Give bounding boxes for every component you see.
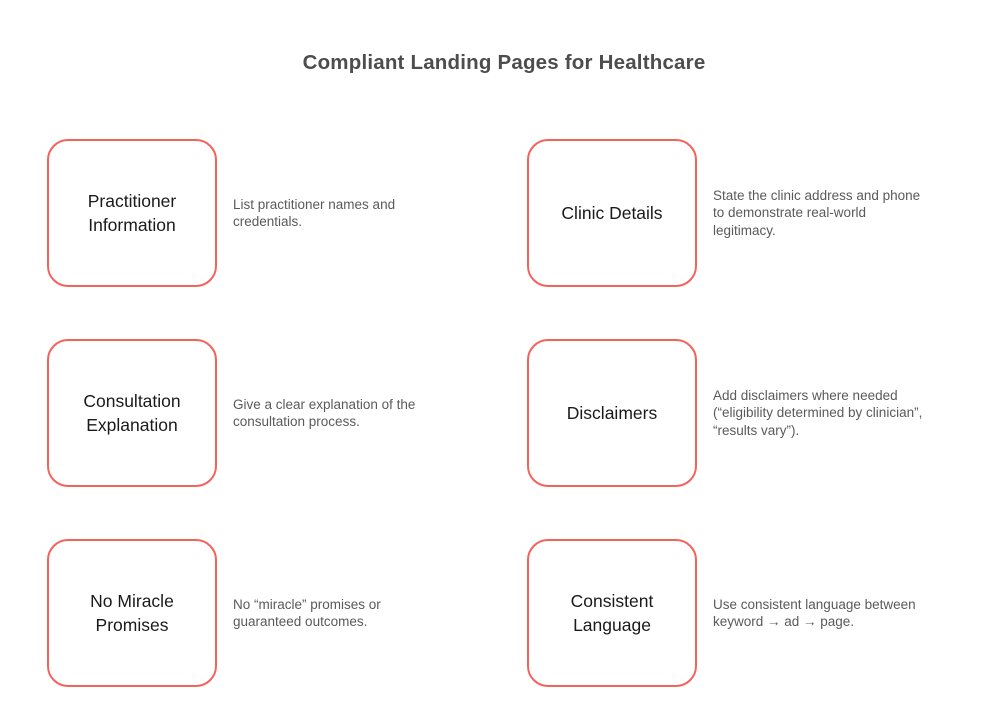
topic-description: List practitioner names and credentials. (233, 196, 396, 230)
item-no-miracle-promises: No Miracle Promises No “miracle” promise… (47, 539, 445, 687)
topic-description: State the clinic address and phone to de… (713, 187, 921, 238)
item-disclaimers: Disclaimers Add disclaimers where needed… (527, 339, 965, 487)
topic-box: No Miracle Promises (47, 539, 217, 687)
topic-description: Use consistent language between keyword … (713, 596, 916, 630)
item-consistent-language: Consistent Language Use consistent langu… (527, 539, 965, 687)
topic-description: Add disclaimers where needed (“eligibili… (713, 387, 923, 438)
topic-box: Practitioner Information (47, 139, 217, 287)
topic-box: Clinic Details (527, 139, 697, 287)
page-title: Compliant Landing Pages for Healthcare (302, 51, 706, 74)
topic-box: Disclaimers (527, 339, 697, 487)
topic-description: No “miracle” promises or guaranteed outc… (233, 596, 381, 630)
item-practitioner-information: Practitioner Information List practition… (47, 139, 445, 287)
topic-description: Give a clear explanation of the consulta… (233, 396, 416, 430)
item-clinic-details: Clinic Details State the clinic address … (527, 139, 965, 287)
item-consultation-explanation: Consultation Explanation Give a clear ex… (47, 339, 445, 487)
topic-box: Consultation Explanation (47, 339, 217, 487)
topic-box: Consistent Language (527, 539, 697, 687)
